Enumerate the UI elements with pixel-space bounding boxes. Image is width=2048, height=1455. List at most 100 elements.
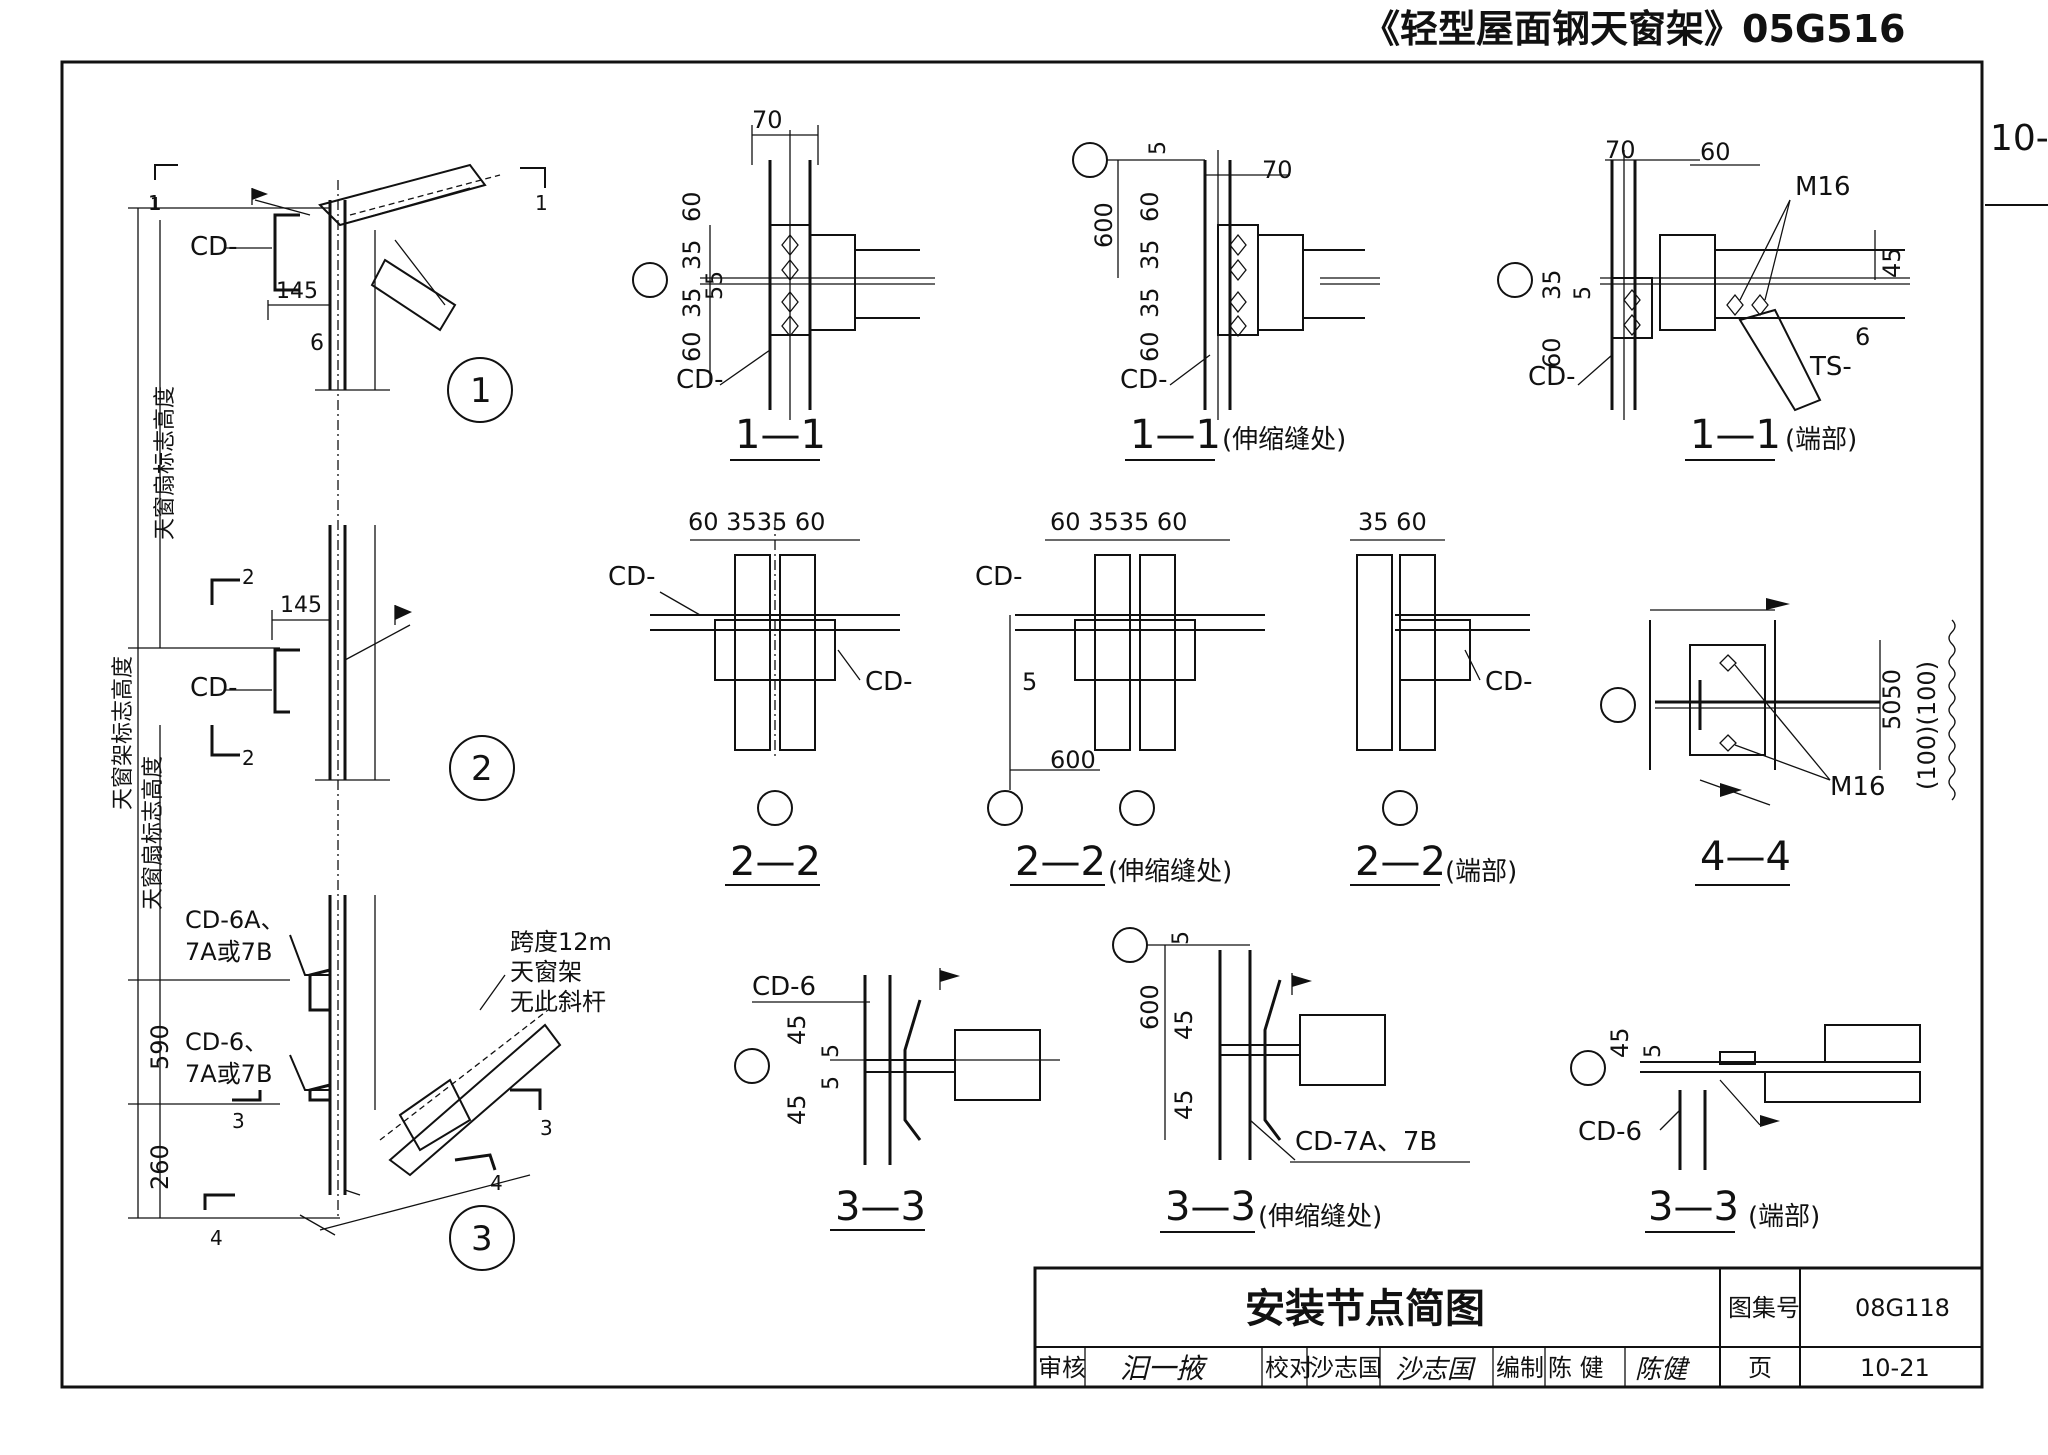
dim-145-a: 145 <box>276 279 318 304</box>
vtext-frame-height: 天窗架标志高度 <box>111 656 136 810</box>
d11e-dim-35a: 35 <box>1136 239 1164 270</box>
d44-m16: M16 <box>1830 772 1886 802</box>
d22e-dim-600: 600 <box>1050 746 1096 774</box>
d11e-dim-5: 5 <box>1146 141 1171 155</box>
d11e-dim-60b: 60 <box>1136 331 1164 362</box>
d33d-title: 3—3 <box>1648 1184 1739 1230</box>
d11-dim-5b: 5 <box>703 286 728 300</box>
d33e-title: 3—3 <box>1165 1184 1256 1230</box>
detail-2-2: 60 3535 60 CD- CD- 2—2 <box>608 508 913 886</box>
callout-2: 2 <box>471 749 493 789</box>
detail-1-1-expansion: 5 70 600 60 35 35 60 CD- 1—1 (伸缩缝处) <box>1072 141 1380 461</box>
page-no: 10-21 <box>1860 1354 1930 1382</box>
draft-label: 编制 <box>1496 1354 1544 1382</box>
d11-title: 1—1 <box>735 412 826 458</box>
d22d-note: (端部) <box>1445 857 1517 887</box>
d11e-dim-35b: 35 <box>1136 287 1164 318</box>
d22e-note: (伸缩缝处) <box>1108 857 1232 887</box>
check-signature: 沙志国 <box>1395 1355 1476 1385</box>
atlas-header-title: 《轻型屋面钢天窗架》05G516 <box>1362 7 1905 51</box>
detail-4-4: 5050 (100)(100) M16 4—4 <box>1600 598 1956 886</box>
d11d-dim-6: 6 <box>1855 323 1870 351</box>
atlas-no: 08G118 <box>1855 1294 1950 1322</box>
dim-6: 6 <box>310 331 324 356</box>
detail-3-3-end: 45 5 CD-6 3—3 (端部) <box>1570 1024 1921 1233</box>
d11e-cd: CD- <box>1120 365 1168 395</box>
d11d-dim-35: 35 <box>1538 269 1566 300</box>
d11-cd: CD- <box>676 365 724 395</box>
callout-3: 3 <box>471 1219 493 1259</box>
dim-260: 260 <box>146 1144 174 1190</box>
draft-name: 陈 健 <box>1548 1354 1604 1382</box>
d33d-dim-45: 45 <box>1606 1027 1634 1058</box>
d22-dims: 60 3535 60 <box>688 508 825 536</box>
d22-title: 2—2 <box>730 839 821 885</box>
d11e-dim-60a: 60 <box>1136 191 1164 222</box>
d44-dims-b: (100)(100) <box>1913 661 1941 790</box>
d22e-dim-5: 5 <box>1022 668 1037 696</box>
sec3-right-num: 3 <box>540 1116 553 1140</box>
d11e-dim-70: 70 <box>1262 156 1293 184</box>
d33e-dim-45a: 45 <box>1170 1009 1198 1040</box>
left-elevation: 1 天窗扇标志高度 天窗架标志高度 天窗扇标志高度 1 1 <box>111 163 612 1271</box>
detail-2-2-expansion: 60 3535 60 CD- 5 600 2—2 (伸缩缝处) <box>975 508 1265 887</box>
span-note-3: 无此斜杆 <box>510 988 606 1016</box>
d33-dim-45a: 45 <box>783 1014 811 1045</box>
span-note-1: 跨度12m <box>510 928 612 956</box>
d11-dim-70: 70 <box>752 106 783 134</box>
cd-6-sub: 7A或7B <box>185 1060 272 1088</box>
d33e-note: (伸缩缝处) <box>1258 1202 1382 1232</box>
d33-dim-45b: 45 <box>783 1094 811 1125</box>
d11d-dim-60b: 60 <box>1538 337 1566 368</box>
d11d-title: 1—1 <box>1690 412 1781 458</box>
d22-cd-a: CD- <box>608 562 656 592</box>
d11-dim-60a: 60 <box>678 191 706 222</box>
d33e-dim-5: 5 <box>1169 931 1194 945</box>
dim-top-label: 1 <box>148 191 161 215</box>
draft-signature: 陈健 <box>1635 1355 1691 1385</box>
check-name: 沙志国 <box>1310 1354 1382 1382</box>
d44-dims-a: 5050 <box>1878 669 1906 730</box>
d33e-dim-45b: 45 <box>1170 1089 1198 1120</box>
vtext-sash-height-2: 天窗扇标志高度 <box>141 756 166 910</box>
atlas-label: 图集号 <box>1728 1294 1800 1322</box>
d33-dim-5b: 5 <box>819 1076 844 1090</box>
d22-cd-b: CD- <box>865 667 913 697</box>
d22d-dims: 35 60 <box>1358 508 1427 536</box>
d11d-dim-5: 5 <box>1571 286 1596 300</box>
d11d-note: (端部) <box>1785 425 1857 455</box>
d11d-cd: CD- <box>1528 362 1576 392</box>
sec2-top-num: 2 <box>242 565 255 589</box>
vtext-sash-height-1: 天窗扇标志高度 <box>153 386 178 540</box>
sec2-bot-num: 2 <box>242 746 255 770</box>
check-label: 校对 <box>1265 1354 1313 1382</box>
sec4-right-num: 4 <box>490 1171 503 1195</box>
cd-mid-label: CD- <box>190 673 238 703</box>
detail-1-1: 70 60 35 5 5 35 60 CD- 1—1 <box>632 106 935 461</box>
d11-dim-35b: 35 <box>678 287 706 318</box>
page-label: 页 <box>1748 1354 1772 1382</box>
d11-dim-60b: 60 <box>678 331 706 362</box>
d22e-cd-a: CD- <box>975 562 1023 592</box>
d22d-cd: CD- <box>1485 667 1533 697</box>
callout-1: 1 <box>470 371 492 411</box>
detail-2-2-end: 35 60 CD- 2—2 (端部) <box>1350 508 1533 887</box>
d11d-dim-60: 60 <box>1700 138 1731 166</box>
title-block: 安装节点简图 图集号 08G118 审核 汩一掖 校对 沙志国 沙志国 编制 陈… <box>1033 1266 1984 1389</box>
d33e-cd: CD-7A、7B <box>1295 1127 1437 1157</box>
d33e-dim-600: 600 <box>1136 984 1164 1030</box>
detail-1-1-end: 70 60 M16 45 35 5 60 6 TS- CD- 1—1 (端部) <box>1497 136 1910 461</box>
d11e-note: (伸缩缝处) <box>1222 425 1346 455</box>
sec4-left-num: 4 <box>210 1226 223 1250</box>
review-signature: 汩一掖 <box>1120 1352 1208 1385</box>
detail-3-3: CD-6 45 5 5 45 3—3 <box>734 968 1060 1231</box>
d33-dim-5a: 5 <box>819 1044 844 1058</box>
drawing-title: 安装节点简图 <box>1245 1286 1485 1332</box>
d22e-title: 2—2 <box>1015 839 1106 885</box>
d33d-note: (端部) <box>1748 1202 1820 1232</box>
sec3-left-num: 3 <box>232 1109 245 1133</box>
d22d-title: 2—2 <box>1355 839 1446 885</box>
d11d-dim-70: 70 <box>1605 136 1636 164</box>
d33d-dim-5: 5 <box>1641 1044 1666 1058</box>
